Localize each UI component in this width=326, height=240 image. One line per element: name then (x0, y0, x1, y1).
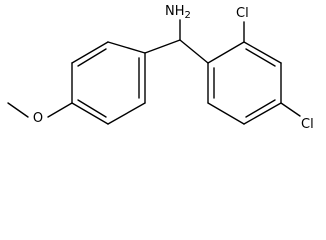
bond-oxygen-methyl (7, 102, 29, 118)
double-bond (245, 99, 276, 118)
bond-ring-oxygen (47, 102, 73, 118)
methoxyphenyl-ring (71, 41, 146, 125)
chloro-ortho-label: Cl (236, 6, 249, 21)
dichlorophenyl-ring (207, 41, 282, 125)
double-bond (245, 48, 276, 67)
bond (243, 102, 282, 125)
bond (107, 102, 146, 125)
bond-ring-chloro-para (280, 102, 301, 117)
bond-ring-central-carbon (144, 39, 181, 54)
bond-central-carbon-ring (179, 39, 209, 64)
bond (243, 41, 282, 64)
structure-diagram: O NH2 Cl Cl (7, 4, 314, 132)
amine-label: NH2 (165, 4, 191, 21)
bond (207, 41, 245, 64)
double-bond (77, 99, 107, 118)
bond (107, 41, 146, 54)
molecule-svg: O NH2 Cl Cl (7, 4, 314, 132)
chloro-para-label: Cl (301, 117, 314, 132)
bond (71, 102, 109, 125)
methoxy-oxygen-label: O (33, 111, 43, 126)
double-bond (77, 48, 107, 67)
bond (71, 41, 109, 64)
bond (207, 102, 245, 125)
